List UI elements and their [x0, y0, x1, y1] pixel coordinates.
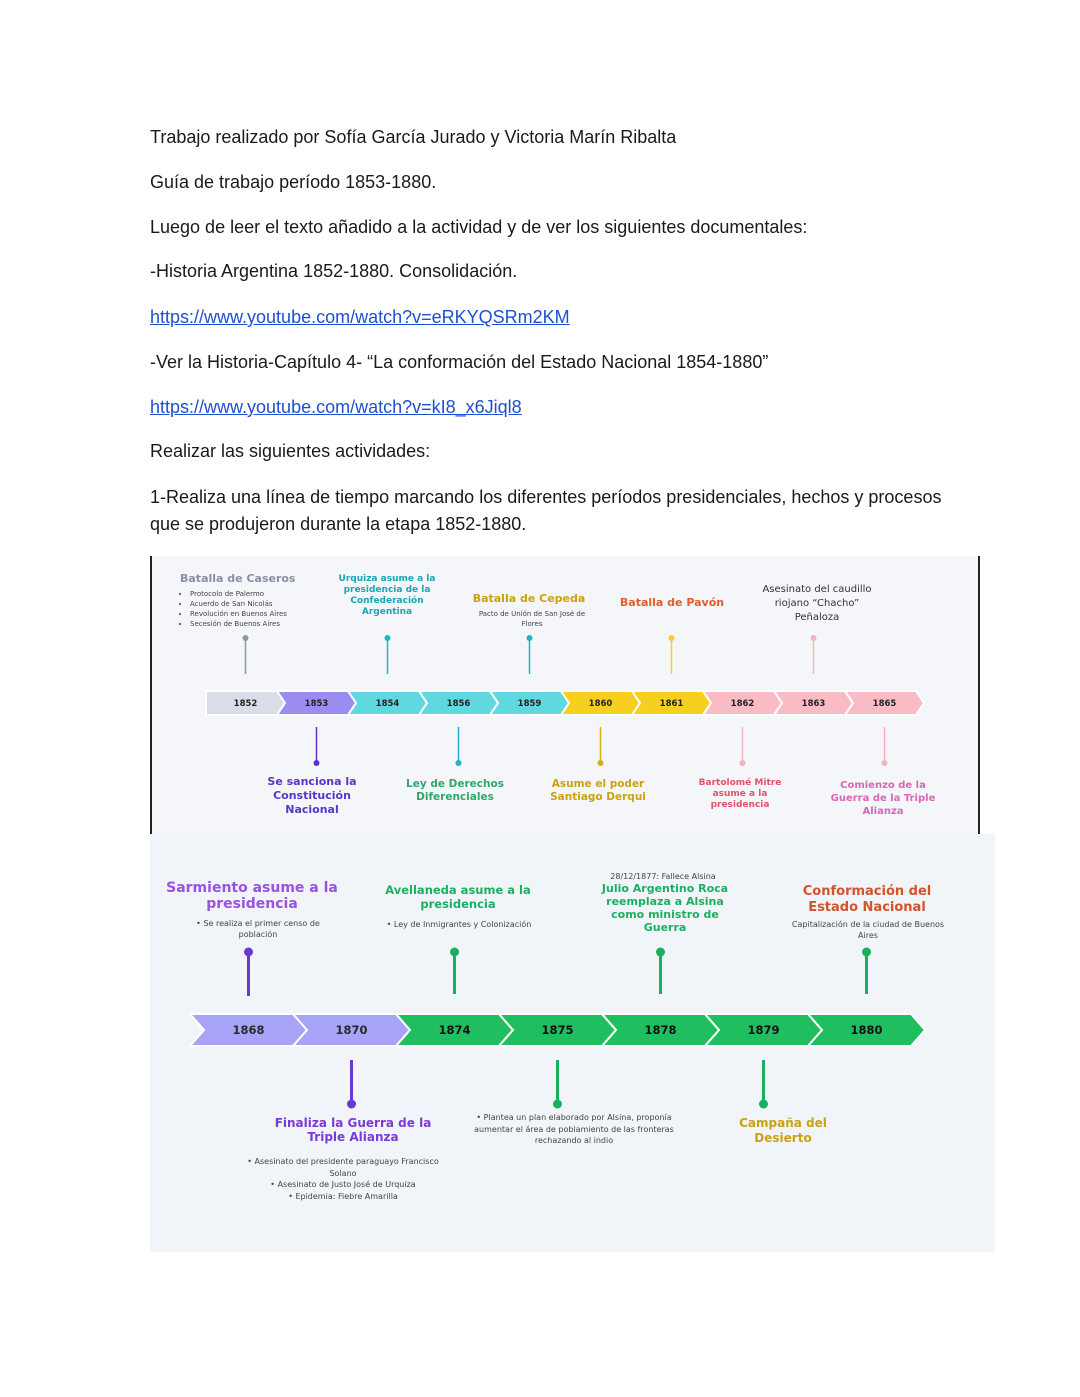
pin-1854-dot: [384, 635, 391, 641]
caseros-title: Batalla de Caseros: [180, 572, 296, 585]
pin-1856-dot: [455, 760, 462, 766]
pin-1863-dot: [810, 635, 817, 641]
pin-1865-dot: [881, 760, 888, 766]
tl1-year-label: 1865: [873, 699, 897, 709]
activities-heading: Realizar las siguientes actividades:: [150, 441, 431, 461]
sarmiento-note: • Se realiza el primer censo de població…: [178, 918, 338, 940]
credits-line: Trabajo realizado por Sofía García Jurad…: [150, 127, 677, 147]
tl1-year-label: 1859: [518, 699, 542, 709]
conformacion-title: Conformación del Estado Nacional: [802, 884, 932, 915]
bullet-dot: •: [386, 920, 394, 929]
pin-1875-dot: [553, 1099, 562, 1109]
timeline-left-border: [150, 556, 152, 834]
pin-1860-dot: [597, 760, 604, 766]
pin-1870-dot: [347, 1099, 356, 1109]
sarmiento-title: Sarmiento asume a la presidencia: [166, 880, 338, 912]
pin-1880-dot: [862, 947, 871, 957]
alsina-death-note: 28/12/1877: Fallece Alsina: [610, 872, 716, 881]
tl2-segment-1880: [805, 1013, 927, 1047]
mitre-label: Bartolomé Mitre asume a la presidencia: [698, 778, 782, 810]
sarmiento-item: Se realiza el primer censo de población: [203, 919, 320, 939]
finaliza-item-text: Epidemia: Fiebre Amarilla: [295, 1191, 398, 1201]
timeline-1-graphic: 1852 1853 1854 1856 1859 1860 1861 1862 1863 1865: [205, 635, 926, 766]
pin-1853-dot: [313, 760, 320, 766]
campana-label: Campaña del Desierto: [739, 1116, 827, 1145]
instructions-line: Luego de leer el texto añadido a la acti…: [150, 217, 808, 237]
avellaneda-item: Ley de Inmigrantes y Colonización: [393, 920, 532, 929]
timeline-right-border: [978, 556, 980, 834]
tl1-year-label: 1860: [589, 699, 613, 709]
pin-1861-dot: [668, 635, 675, 641]
guerra-label: Comienzo de la Guerra de la Triple Alian…: [830, 780, 936, 817]
finaliza-item: • Asesinato de Justo José de Urquiza: [270, 1180, 416, 1189]
finaliza-title: Finaliza la Guerra de la Triple Alianza: [274, 1116, 432, 1144]
pin-1862-dot: [739, 760, 746, 766]
tl1-year-label: 1862: [731, 699, 755, 709]
tl1-year-label: 1861: [660, 699, 684, 709]
bullet-dot: •: [476, 1113, 484, 1122]
documentary-2-title: -Ver la Historia-Capítulo 4- “La conform…: [150, 352, 769, 372]
tl1-year-label: 1863: [802, 699, 826, 709]
caseros-item: Protocolo de Palermo: [190, 589, 320, 599]
tl1-year-label: 1853: [305, 699, 329, 709]
tl1-segment-1865: [843, 690, 926, 716]
derechos-label: Ley de Derechos Diferenciales: [406, 778, 504, 803]
documentary-1-title: -Historia Argentina 1852-1880. Consolida…: [150, 261, 518, 281]
timeline-2-graphic: 1868 1870 1874 1875 1878 1879 1880: [187, 947, 927, 1109]
pavon-label: Batalla de Pavón: [619, 596, 725, 609]
tl1-year-label: 1856: [447, 699, 471, 709]
finaliza-item: • Asesinato del presidente paraguayo Fra…: [247, 1157, 439, 1178]
avellaneda-title: Avellaneda asume a la presidencia: [385, 883, 531, 911]
finaliza-item-text: Asesinato de Justo José de Urquiza: [277, 1180, 416, 1189]
tl2-year-label: 1870: [335, 1023, 367, 1037]
pin-1874-dot: [450, 947, 459, 957]
pin-1879-dot: [759, 1099, 768, 1109]
timeline-1868-1880: 1868 1870 1874 1875 1878 1879 1880 Sarmiento a…: [150, 834, 995, 1252]
caseros-item: Revolución en Buenos Aires: [190, 609, 320, 619]
tl1-year-label: 1852: [234, 699, 258, 709]
finaliza-item: • Epidemia: Fiebre Amarilla: [288, 1191, 398, 1201]
tl2-year-label: 1875: [541, 1023, 573, 1037]
tl2-year-label: 1868: [232, 1023, 264, 1037]
avellaneda-note: • Ley de Inmigrantes y Colonización: [384, 919, 534, 930]
derqui-label: Asume el poder Santiago Derqui: [550, 778, 646, 803]
pin-1868-dot: [244, 947, 253, 957]
tl1-year-label: 1854: [376, 699, 400, 709]
finaliza-item-text: Asesinato del presidente paraguayo Franc…: [254, 1157, 439, 1178]
documentary-2-link[interactable]: https://www.youtube.com/watch?v=kI8_x6Ji…: [150, 397, 522, 417]
urquiza-label: Urquiza asume a la presidencia de la Con…: [338, 574, 436, 617]
pin-1859-dot: [526, 635, 533, 641]
guide-title: Guía de trabajo período 1853-1880.: [150, 172, 437, 192]
caseros-item: Secesión de Buenos Aires: [190, 619, 320, 629]
bullet-dot: •: [196, 919, 204, 928]
roca-label: Julio Argentino Roca reemplaza a Alsina …: [601, 882, 729, 934]
plan-note: • Plantea un plan elaborado por Alsina, …: [468, 1112, 680, 1147]
timeline-1852-1865: 1852 1853 1854 1856 1859 1860 1861 1862 1863 1865…: [150, 556, 980, 834]
tl2-year-label: 1878: [644, 1023, 676, 1037]
tl2-year-label: 1879: [747, 1023, 779, 1037]
caseros-list: Protocolo de Palermo Acuerdo de San Nico…: [180, 589, 320, 629]
tl2-year-label: 1880: [850, 1023, 882, 1037]
pin-1878-dot: [656, 947, 665, 957]
activity-1-line-2: que se produjeron durante la etapa 1852-…: [150, 514, 527, 534]
tl2-year-label: 1874: [438, 1023, 470, 1037]
cepeda-note: Pacto de Unión de San José de Flores: [478, 610, 586, 628]
cepeda-title: Batalla de Cepeda: [472, 592, 586, 605]
documentary-1-link[interactable]: https://www.youtube.com/watch?v=eRKYQSRm…: [150, 307, 570, 327]
plan-text: Plantea un plan elaborado por Alsina, pr…: [474, 1113, 674, 1145]
pin-1852-dot: [242, 635, 249, 641]
activity-1-line-1: 1-Realiza una línea de tiempo marcando l…: [150, 487, 942, 507]
finaliza-list: • Asesinato del presidente paraguayo Fra…: [234, 1156, 452, 1202]
caseros-item: Acuerdo de San Nicolás: [190, 599, 320, 609]
penaloza-label: Asesinato del caudillo riojano “Chacho” …: [762, 584, 872, 623]
constitucion-label: Se sanciona la Constitución Nacional: [267, 775, 357, 816]
conformacion-note: Capitalización de la ciudad de Buenos Ai…: [791, 920, 945, 940]
